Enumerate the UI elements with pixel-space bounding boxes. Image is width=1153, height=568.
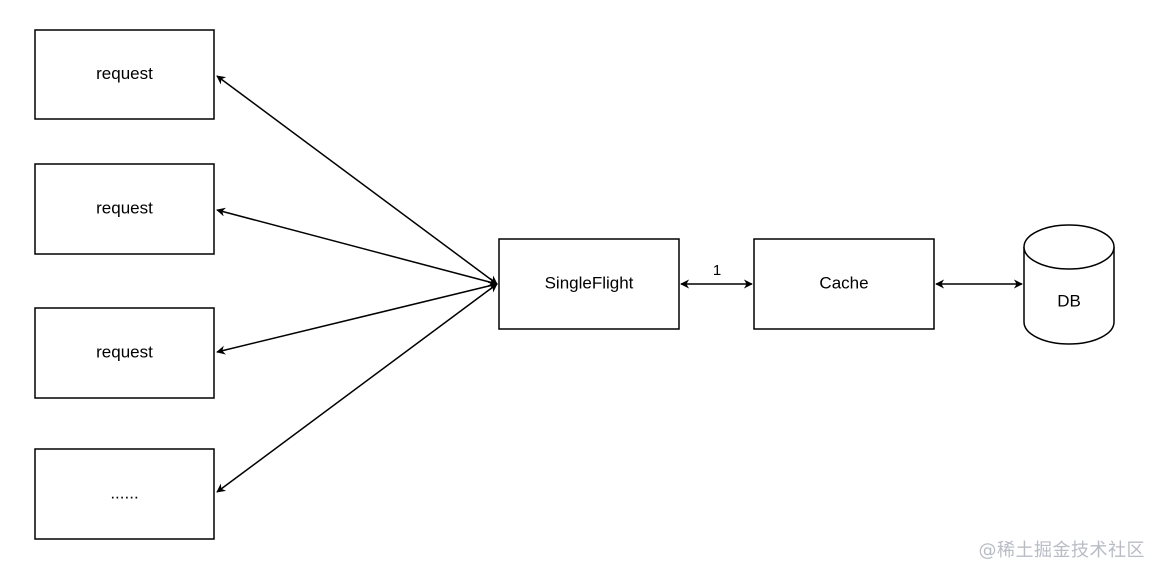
db-node-label: DB (1057, 291, 1081, 310)
singleflight-node-label: SingleFlight (545, 273, 634, 292)
edge-request-more-singleflight (216, 283, 498, 493)
request-node-more-label: ...... (110, 483, 138, 502)
request-node-2-label: request (96, 198, 153, 217)
cache-node-label: Cache (819, 273, 868, 292)
request-node-1: request (34, 29, 215, 120)
cache-node-box (753, 238, 935, 330)
singleflight-node: SingleFlight (498, 238, 680, 330)
request-node-1-box (34, 29, 215, 120)
db-node: DB (1023, 224, 1115, 345)
edge-request-3-singleflight (216, 281, 498, 355)
request-node-3-label: request (96, 342, 153, 361)
request-node-3: request (34, 307, 215, 399)
edge-request-2-singleflight (216, 207, 498, 287)
request-node-1-label: request (96, 64, 153, 83)
singleflight-node-box (498, 238, 680, 330)
watermark-text: @稀土掘金技术社区 (978, 540, 1145, 561)
db-cylinder-top (1023, 246, 1115, 270)
db-cylinder-body (1023, 224, 1115, 345)
edge-request-1-singleflight (216, 75, 498, 285)
request-node-more: ...... (34, 448, 215, 540)
request-node-2: request (34, 163, 215, 255)
edge-singleflight-cache-label: 1 (713, 262, 721, 279)
request-node-more-box (34, 448, 215, 540)
request-node-3-box (34, 307, 215, 399)
request-node-2-box (34, 163, 215, 255)
cache-node: Cache (753, 238, 935, 330)
